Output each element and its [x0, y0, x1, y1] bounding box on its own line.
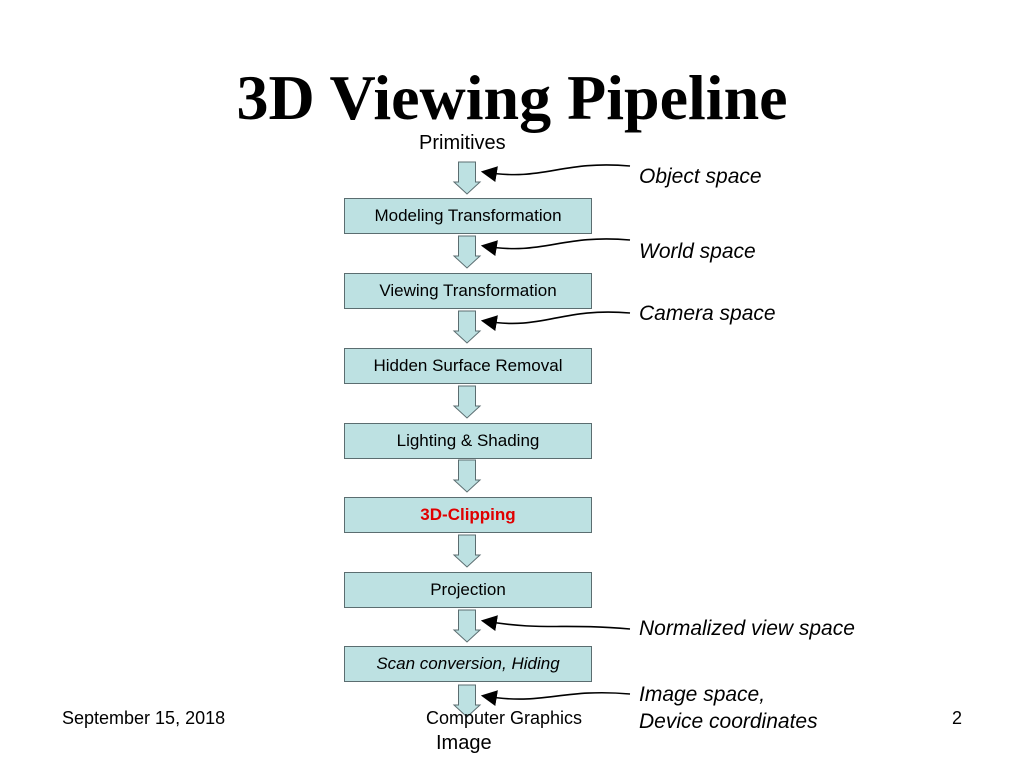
- flow-arrow: [452, 684, 482, 718]
- space-label-line: Normalized view space: [639, 617, 855, 640]
- stage-box: Projection: [344, 572, 592, 608]
- flow-arrow: [452, 161, 482, 195]
- callout-arrow: [480, 690, 631, 706]
- callout-arrow: [480, 238, 631, 256]
- flow-arrow: [452, 310, 482, 344]
- space-label: Image space, Device coordinates: [639, 681, 818, 735]
- footer-course: Computer Graphics: [426, 708, 583, 728]
- stage-box: 3D-Clipping: [344, 497, 592, 533]
- stage-box: Hidden Surface Removal: [344, 348, 592, 384]
- flow-arrow: [452, 235, 482, 269]
- space-label-line: Object space: [639, 165, 762, 188]
- stage-box: Modeling Transformation: [344, 198, 592, 234]
- flow-arrow: [452, 534, 482, 568]
- flow-arrow: [452, 385, 482, 419]
- slide-title: 3D Viewing Pipeline: [236, 62, 788, 133]
- space-label: Camera space: [639, 300, 776, 327]
- space-label-line: Image space,: [639, 683, 766, 706]
- space-label: Object space: [639, 163, 762, 190]
- flow-arrow: [452, 459, 482, 493]
- input-label: Primitives: [419, 132, 506, 154]
- footer-date: September 15, 2018: [62, 708, 226, 728]
- space-label: World space: [639, 238, 756, 265]
- flow-arrow: [452, 609, 482, 643]
- space-label-line: World space: [639, 240, 756, 263]
- space-label-line: Camera space: [639, 302, 776, 325]
- space-label: Normalized view space: [639, 615, 855, 642]
- callout-arrow: [480, 615, 631, 631]
- stage-box: Scan conversion, Hiding: [344, 646, 592, 682]
- space-label-line: Device coordinates: [639, 710, 818, 733]
- callout-arrow: [480, 164, 631, 182]
- stage-box: Lighting & Shading: [344, 423, 592, 459]
- footer-page-number: 2: [952, 708, 963, 728]
- output-label: Image: [436, 732, 492, 754]
- stage-box: Viewing Transformation: [344, 273, 592, 309]
- callout-arrow: [480, 311, 631, 331]
